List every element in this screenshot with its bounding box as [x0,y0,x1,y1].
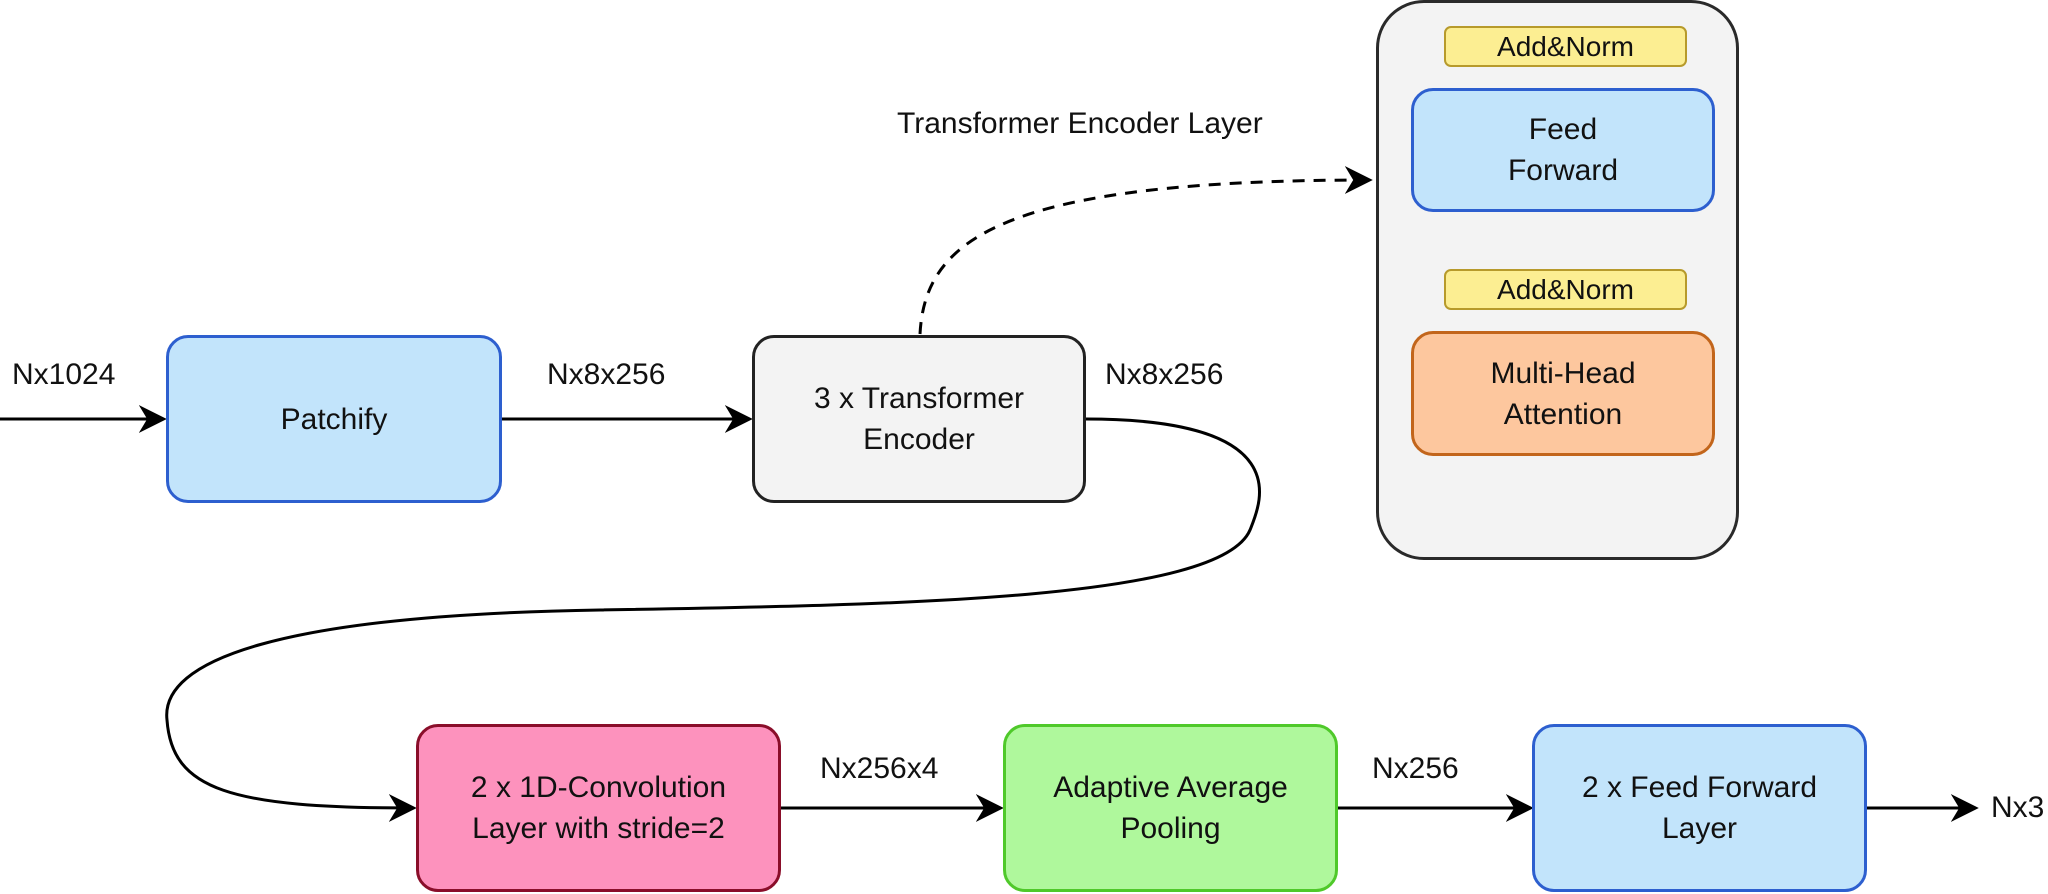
feed-forward-block: Feed Forward [1411,88,1715,212]
conv-output-shape-label: Nx256x4 [820,752,939,785]
transformer-encoder-label: 3 x Transformer Encoder [813,382,1025,456]
dashed-arrow-to-encoder-layer [918,166,1373,335]
patchify-block: Patchify [166,335,502,503]
patchify-output-shape-label: Nx8x256 [547,358,666,391]
add-norm-top-label: Add&Norm [1497,30,1634,62]
add-norm-top-block: Add&Norm [1444,26,1687,67]
transformer-output-shape-label: Nx8x256 [1105,358,1224,391]
pooling-output-shape-label: Nx256 [1372,752,1459,785]
multi-head-attention-block: Multi-Head Attention [1411,331,1715,456]
conv-label: 2 x 1D-Convolution Layer with stride=2 [470,771,727,845]
ffn-block: 2 x Feed Forward Layer [1532,724,1867,892]
input-shape-label: Nx1024 [12,358,116,391]
encoder-layer-title: Transformer Encoder Layer [897,107,1263,140]
transformer-encoder-block: 3 x Transformer Encoder [752,335,1086,503]
conv-block: 2 x 1D-Convolution Layer with stride=2 [416,724,781,892]
pooling-block: Adaptive Average Pooling [1003,724,1338,892]
patchify-label: Patchify [280,402,388,436]
ffn-label: 2 x Feed Forward Layer [1581,771,1818,845]
pooling-label: Adaptive Average Pooling [1053,771,1288,845]
add-norm-bottom-label: Add&Norm [1497,273,1634,305]
multi-head-attention-label: Multi-Head Attention [1490,356,1636,431]
curve-transformer-to-conv [165,417,1262,822]
output-shape-label: Nx3 [1991,791,2045,824]
feed-forward-label: Feed Forward [1507,113,1619,187]
add-norm-bottom-block: Add&Norm [1444,269,1687,310]
